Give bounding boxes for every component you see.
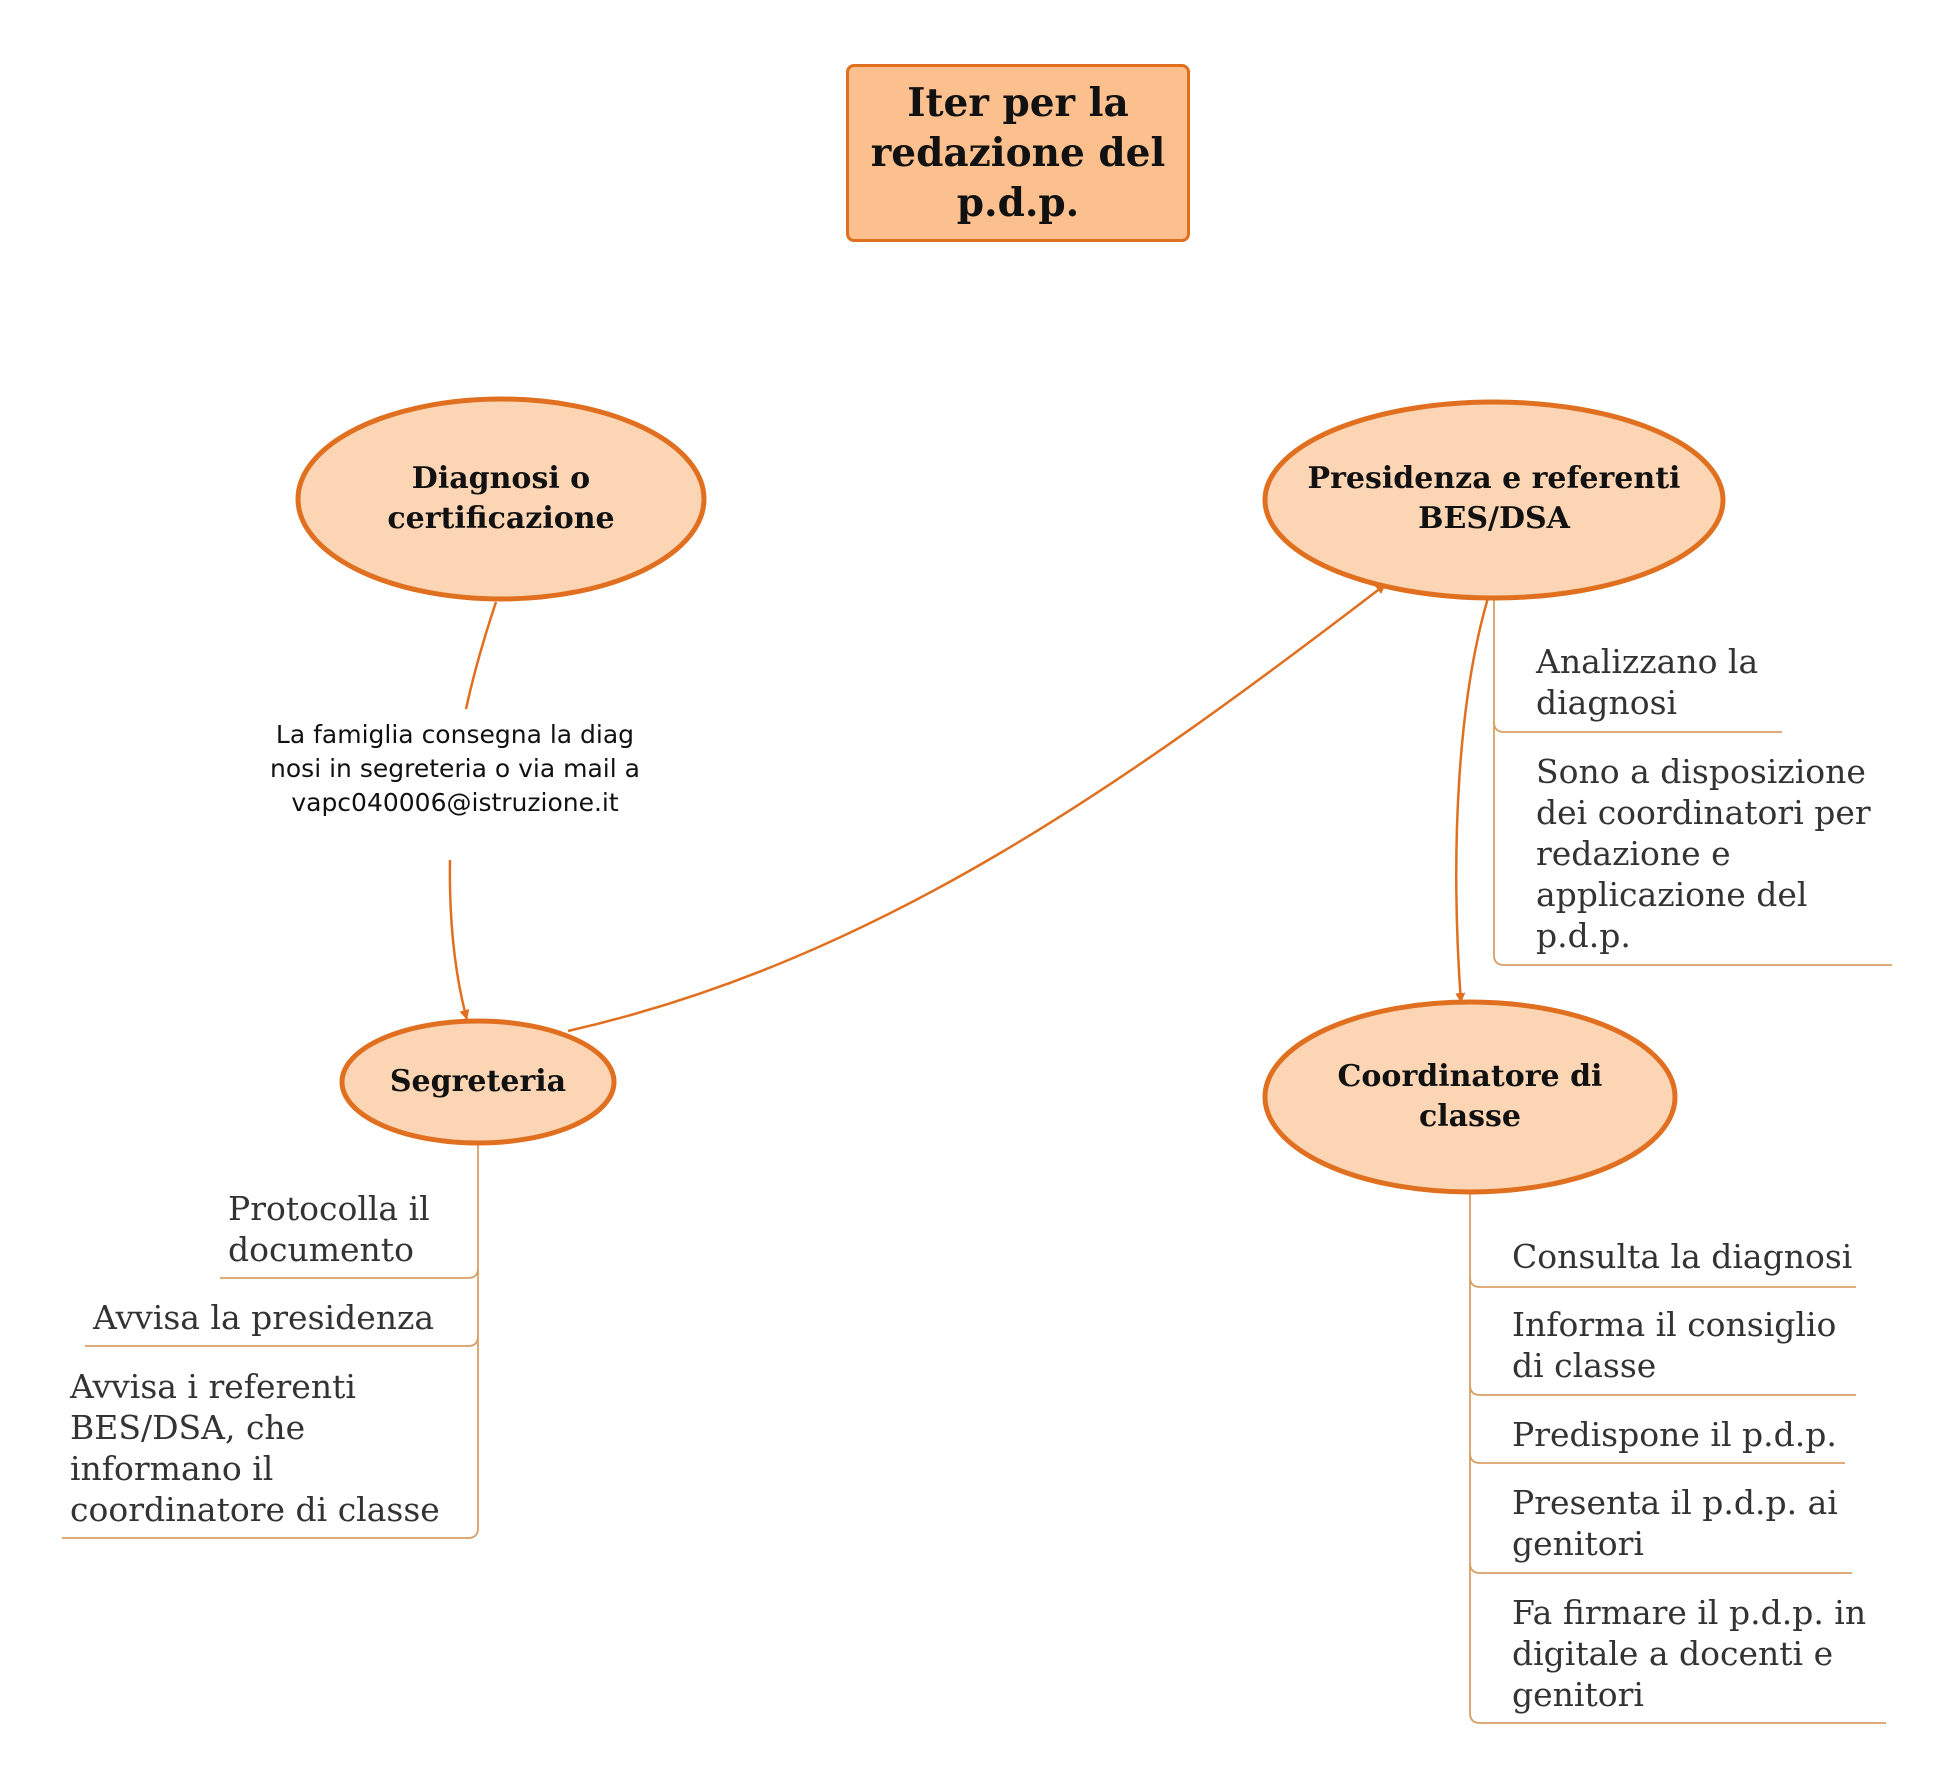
- node-segreteria: Segreteria: [389, 1064, 567, 1099]
- coordinatore-item-presenta: Presenta il p.d.p. ai genitori: [1512, 1483, 1838, 1563]
- coordinatore-item-informa: Informa il consiglio di classe: [1512, 1305, 1837, 1385]
- node-diagnosi: Diagnosi o certificazione: [387, 461, 615, 536]
- edge-label-famiglia: La famiglia consegna la diagnosi in segr…: [270, 718, 640, 820]
- segreteria-branch-lines: [62, 1144, 479, 1539]
- segreteria-item-avvisa-presidenza: Avvisa la presidenza: [93, 1298, 435, 1337]
- coordinatore-item-predispone: Predispone il p.d.p.: [1512, 1415, 1837, 1454]
- presidenza-item-disposizione: Sono a disposizione dei coordinatori per…: [1536, 752, 1871, 955]
- presidenza-item-analizzano: Analizzano la diagnosi: [1536, 642, 1759, 722]
- coordinatore-item-consulta: Consulta la diagnosi: [1512, 1237, 1853, 1276]
- coordinatore-branch-lines: [1469, 1193, 1886, 1724]
- segreteria-item-protocolla: Protocolla il documento: [228, 1189, 430, 1269]
- edge-segreteria-to-presidenza: [567, 583, 1387, 1033]
- node-presidenza-shape: [1262, 399, 1726, 601]
- coordinatore-item-firma: Fa firmare il p.d.p. in digitale a docen…: [1512, 1593, 1867, 1714]
- node-segreteria-shape: [339, 1018, 617, 1146]
- segreteria-item-avvisa-referenti: Avvisa i referenti BES/DSA, che informan…: [70, 1367, 440, 1529]
- node-diagnosi-shape: [295, 396, 707, 602]
- title-box: Iter per la redazione del p.d.p.: [846, 64, 1190, 242]
- node-coordinatore: Coordinatore di classe: [1337, 1059, 1603, 1134]
- edge-diagnosi-to-label: [464, 601, 498, 710]
- node-coordinatore-shape: [1262, 999, 1678, 1195]
- edge-presidenza-to-coordinatore: [1455, 597, 1490, 1004]
- edge-label-to-segreteria: [448, 859, 470, 1021]
- presidenza-branch-lines: [1493, 598, 1892, 966]
- node-presidenza: Presidenza e referenti BES/DSA: [1307, 461, 1681, 536]
